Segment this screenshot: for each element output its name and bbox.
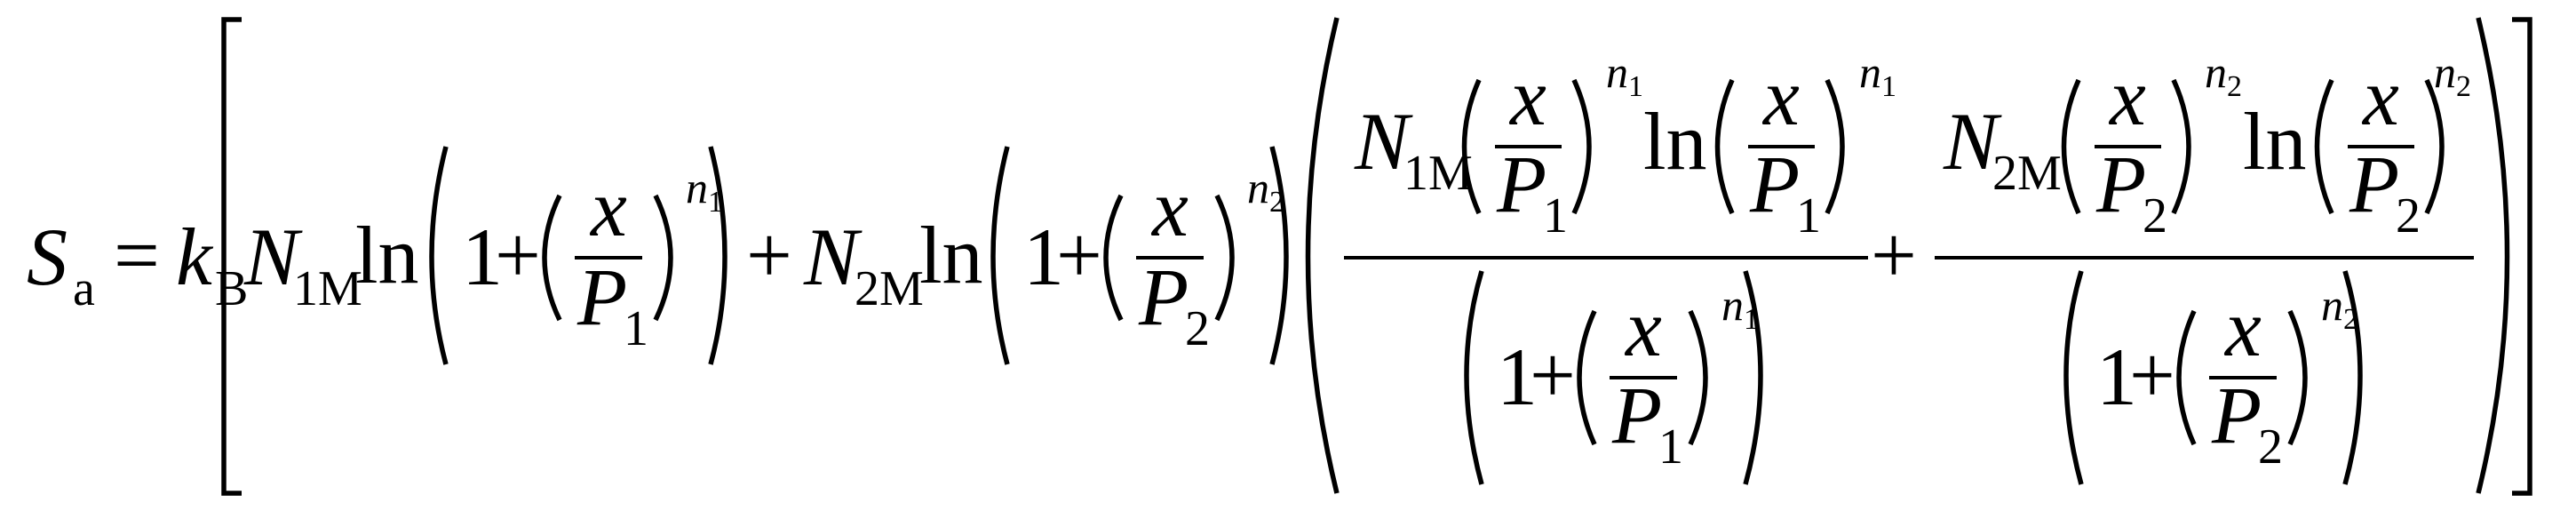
frac1-den-paren-open-b (1577, 309, 1597, 446)
term-1: N 1M ln 1 + x P 1 n 1 (243, 146, 727, 365)
symbol-N2: N (803, 212, 863, 302)
symbol-S: S (27, 212, 68, 302)
P-1: P (576, 252, 627, 342)
frac2-num-paren-open-b (2314, 78, 2334, 215)
symbol-k: k (176, 212, 214, 302)
paren-open-1b (542, 194, 562, 322)
frac2-num-P-a-subscript: 2 (2143, 188, 2167, 244)
symbol-N1: N (243, 212, 303, 302)
paren-close-1b (653, 194, 673, 322)
P1-subscript: 1 (624, 301, 648, 356)
frac2-den-plus: + (2129, 330, 2175, 420)
frac2-num-exp-b: n (2434, 47, 2456, 97)
paren-close-1 (708, 146, 727, 365)
ln-2: ln (919, 210, 983, 300)
frac2-den-P-subscript: 2 (2258, 419, 2283, 475)
plus-between-terms: + (746, 210, 792, 300)
frac1-den-P: P (1611, 370, 1662, 460)
plus-2: + (1056, 210, 1102, 300)
frac1-num-P-b-subscript: 1 (1796, 188, 1821, 244)
large-paren-open (1305, 17, 1340, 494)
frac2-num-x-b: x (2361, 52, 2399, 142)
plus-1: + (495, 210, 541, 300)
frac1-den-paren-close-b (1688, 309, 1708, 446)
frac2-num-paren-open-a (2061, 78, 2081, 215)
frac1-num-x-b: x (1761, 52, 1800, 142)
exp-n2: n (1247, 163, 1269, 212)
exp-n1: n (686, 163, 708, 212)
paren-open-2b (1103, 194, 1124, 322)
frac1-num-P-a: P (1496, 139, 1546, 229)
x-2: x (1150, 163, 1189, 253)
frac1-den-paren-open (1464, 270, 1484, 485)
fraction-1: N 1M x P 1 n 1 ln x P 1 n 1 1 + x P 1 n … (1344, 47, 1896, 485)
frac1-num-x-a: x (1508, 52, 1546, 142)
frac1-num-paren-close-a (1571, 78, 1592, 215)
paren-open-1 (429, 146, 449, 365)
frac2-den-paren-open-b (2176, 309, 2197, 446)
P-2: P (1138, 252, 1189, 342)
frac2-num-paren-close-a (2171, 78, 2191, 215)
frac2-den-x: x (2223, 283, 2262, 373)
subscript-a: a (73, 261, 95, 316)
frac1-N: N (1354, 96, 1413, 187)
frac1-num-paren-close-b (1825, 78, 1845, 215)
paren-open-2 (990, 146, 1010, 365)
frac2-den-P: P (2211, 370, 2262, 460)
frac2-num-paren-close-b (2424, 78, 2445, 215)
x-1: x (589, 163, 627, 253)
frac2-num-P-a: P (2095, 139, 2146, 229)
frac1-ln: ln (1643, 96, 1707, 187)
frac1-num-paren-open-b (1714, 78, 1735, 215)
subscript-1M: 1M (293, 261, 362, 316)
equals-sign: = (114, 210, 160, 300)
frac2-num-P-b: P (2349, 139, 2399, 229)
frac1-num-exp-b-subscript: 1 (1881, 70, 1896, 103)
P2-subscript: 2 (1185, 301, 1210, 356)
lhs: S a = k B (27, 210, 248, 316)
frac1-den-P-subscript: 1 (1658, 419, 1683, 475)
paren-close-2b (1214, 194, 1235, 322)
frac1-num-P-a-subscript: 1 (1543, 188, 1568, 244)
frac2-den-exp: n (2321, 280, 2343, 330)
frac2-num-x-a: x (2108, 52, 2146, 142)
frac1-N-subscript: 1M (1403, 146, 1473, 201)
frac1-den-x: x (1624, 283, 1662, 373)
frac1-num-exp-a-subscript: 1 (1628, 70, 1643, 103)
plus-between-fractions: + (1871, 210, 1917, 300)
term-2: N 2M ln 1 + x P 2 n 2 (803, 146, 1289, 365)
frac1-den-paren-close (1743, 270, 1763, 485)
frac1-den-one: 1 (1497, 331, 1538, 422)
frac1-num-paren-open-a (1461, 78, 1482, 215)
frac2-den-paren-close-b (2287, 309, 2308, 446)
left-square-bracket (221, 17, 242, 496)
frac2-num-P-b-subscript: 2 (2396, 188, 2421, 244)
subscript-B: B (215, 261, 248, 316)
fraction-2: N 2M x P 2 n 2 ln x P 2 n 2 1 + x P 2 n … (1935, 47, 2474, 485)
paren-close-2 (1269, 146, 1289, 365)
frac1-den-exp: n (1721, 280, 1744, 330)
one-2: 1 (1023, 212, 1064, 302)
right-square-bracket (2512, 17, 2532, 496)
frac2-den-paren-open (2063, 270, 2084, 485)
subscript-2M: 2M (855, 261, 924, 316)
frac1-den-plus: + (1530, 330, 1576, 420)
frac1-num-exp-a: n (1606, 47, 1628, 97)
frac2-ln: ln (2243, 96, 2307, 187)
large-paren-close (2476, 17, 2510, 494)
frac2-N-subscript: 2M (1992, 146, 2062, 201)
frac2-num-exp-a-subscript: 2 (2227, 70, 2242, 103)
frac2-den-paren-close (2342, 270, 2363, 485)
frac1-num-exp-b: n (1859, 47, 1881, 97)
frac2-N: N (1943, 96, 2002, 187)
one-1: 1 (462, 212, 503, 302)
ln-1: ln (355, 210, 419, 300)
frac2-den-one: 1 (2096, 331, 2137, 422)
frac2-num-exp-b-subscript: 2 (2456, 70, 2471, 103)
frac1-num-P-b: P (1749, 139, 1800, 229)
frac2-num-exp-a: n (2205, 47, 2227, 97)
